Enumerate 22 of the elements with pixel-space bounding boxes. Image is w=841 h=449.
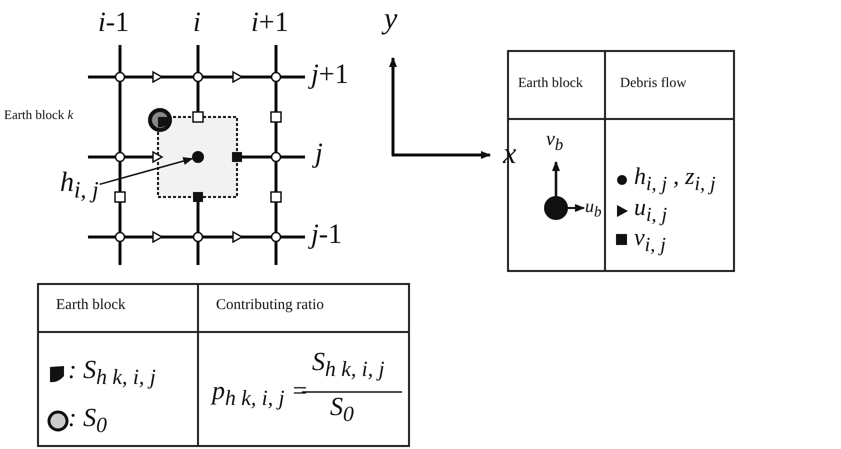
column-header: Debris flow [620, 76, 686, 92]
fraction-numerator: S$_{h k, i, j}$ [312, 348, 385, 382]
column-header: Contributing ratio [216, 297, 324, 314]
formula-label: p$_{h k, i, j}$ = [212, 377, 309, 412]
variable-label: v$_{b}$ [546, 128, 564, 154]
variable-label: h$_{i, j}$ [60, 168, 99, 204]
column-header: Earth block [518, 76, 583, 92]
column-header: Earth block [56, 297, 126, 314]
column-index-label: i-1 [98, 8, 130, 39]
variable-label: : S$_{0}$ [68, 404, 107, 438]
variable-label: : S$_{h k, i, j}$ [68, 356, 156, 390]
axis-label: y [384, 2, 398, 35]
earth-block-label: Earth block k [4, 108, 74, 122]
column-index-label: i [193, 8, 201, 39]
variable-label: h$_{i, j}$ , z$_{i, j}$ [634, 164, 716, 195]
variable-label: u$_{b}$ [585, 197, 602, 222]
column-index-label: i+1 [251, 8, 289, 39]
fraction-denominator: S$_{0}$ [330, 393, 354, 428]
variable-label: u$_{i, j}$ [634, 195, 668, 226]
grid-point-dot [192, 151, 204, 163]
variable-label: v$_{i, j}$ [634, 225, 666, 256]
leader-line [99, 157, 194, 186]
